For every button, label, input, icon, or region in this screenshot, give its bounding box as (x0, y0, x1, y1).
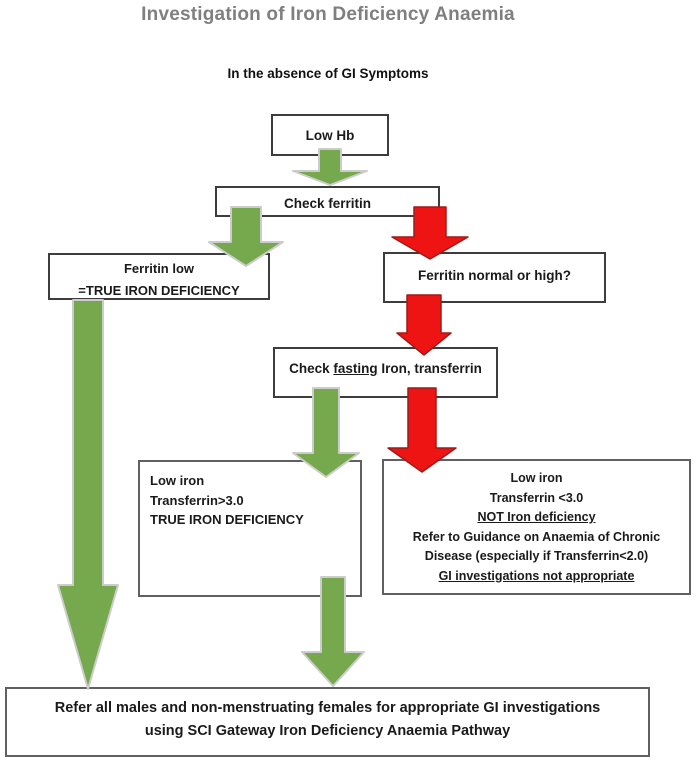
node-true-iron-deficiency: Low iron Transferrin>3.0 TRUE IRON DEFIC… (138, 460, 362, 597)
node-ferritin-normal-or-high: Ferritin normal or high? (383, 252, 606, 303)
node-check-fasting-iron-transferrin: Check fasting Iron, transferrin (273, 347, 498, 398)
true-iron-line1: Low iron (150, 473, 205, 488)
node-ferritin-low: Ferritin low =TRUE IRON DEFICIENCY (48, 253, 270, 300)
not-iron-line4: Refer to Guidance on Anaemia of Chronic (412, 529, 661, 544)
check-fasting-part1: Check (289, 361, 334, 376)
node-ferritin-low-line1: Ferritin low (123, 261, 195, 276)
node-refer-gi-investigations: Refer all males and non-menstruating fem… (5, 687, 650, 757)
true-iron-line3: TRUE IRON DEFICIENCY (150, 512, 304, 527)
node-not-iron-deficiency: Low iron Transferrin <3.0 NOT Iron defic… (382, 459, 691, 595)
node-check-ferritin-label: Check ferritin (283, 196, 372, 211)
node-low-hb: Low Hb (271, 114, 389, 156)
not-iron-line1: Low iron (510, 471, 563, 485)
node-ferritin-normal-label: Ferritin normal or high? (417, 268, 571, 283)
flowchart-subtitle: In the absence of GI Symptoms (227, 66, 429, 81)
check-fasting-underlined: fasting (333, 361, 378, 376)
refer-line1: Refer all males and non-menstruating fem… (54, 700, 601, 716)
node-low-hb-label: Low Hb (305, 128, 355, 143)
true-iron-line2: Transferrin>3.0 (150, 492, 244, 508)
green-arrow-ferritin-low-to-refer (57, 299, 119, 690)
red-arrow-ferritin-normal-to-check-fasting (396, 294, 452, 356)
not-iron-line6: GI investigations not appropriate (438, 568, 635, 583)
not-iron-line3: NOT Iron deficiency (477, 510, 596, 524)
not-iron-line2: Transferrin <3.0 (489, 490, 584, 505)
check-fasting-part2: Iron, transferrin (377, 361, 482, 376)
node-ferritin-low-line2: =TRUE IRON DEFICIENCY (78, 282, 240, 298)
refer-line2: using SCI Gateway Iron Deficiency Anaemi… (144, 723, 511, 739)
node-check-ferritin: Check ferritin (215, 186, 440, 217)
page-title: Investigation of Iron Deficiency Anaemia (141, 4, 515, 25)
not-iron-line5: Disease (especially if Transferrin<2.0) (424, 549, 649, 563)
